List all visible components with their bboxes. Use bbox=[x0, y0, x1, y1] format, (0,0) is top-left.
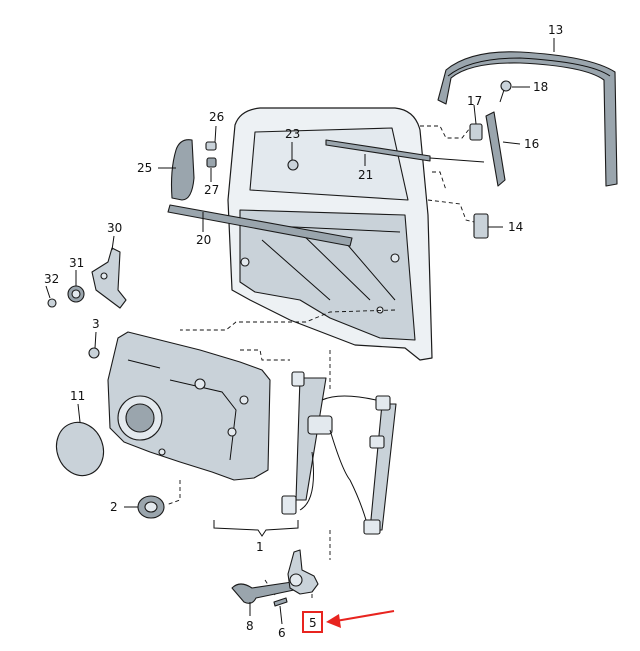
callout-16: 16 bbox=[524, 137, 539, 151]
buffer-14 bbox=[473, 213, 489, 239]
callout-labels: 13 18 17 16 14 21 23 26 27 25 20 30 31 3… bbox=[44, 23, 563, 640]
mirror-trim-cover bbox=[170, 139, 195, 201]
callout-27: 27 bbox=[204, 183, 219, 197]
callout-14: 14 bbox=[508, 220, 523, 234]
screw-6 bbox=[273, 597, 288, 607]
callout-5: 5 bbox=[309, 616, 317, 630]
callout-1: 1 bbox=[256, 540, 264, 554]
callout-13: 13 bbox=[548, 23, 563, 37]
access-cover-11 bbox=[55, 421, 105, 477]
callout-31: 31 bbox=[69, 256, 84, 270]
bolt-23 bbox=[287, 159, 299, 171]
callout-20: 20 bbox=[196, 233, 211, 247]
callout-17: 17 bbox=[467, 94, 482, 108]
screw-18 bbox=[499, 80, 512, 103]
grommet-2 bbox=[137, 495, 165, 519]
window-regulator bbox=[281, 371, 397, 535]
mirror-fastener-clips bbox=[205, 141, 217, 168]
inner-window-strip bbox=[325, 139, 485, 163]
callout-11: 11 bbox=[70, 389, 85, 403]
callout-26: 26 bbox=[209, 110, 224, 124]
screw-3 bbox=[88, 347, 100, 359]
rear-guide-rail bbox=[485, 111, 506, 187]
callout-21: 21 bbox=[358, 168, 373, 182]
screw-32 bbox=[47, 298, 57, 308]
guide-clip-17 bbox=[469, 123, 483, 141]
door-module-carrier-plate bbox=[107, 331, 271, 481]
callout-23: 23 bbox=[285, 127, 300, 141]
assembly-1-bracket bbox=[213, 520, 299, 537]
callout-3: 3 bbox=[92, 317, 100, 331]
window-channel-seal bbox=[437, 51, 618, 187]
outer-window-strip bbox=[167, 204, 353, 247]
callout-32: 32 bbox=[44, 272, 59, 286]
highlight-part-5 bbox=[302, 610, 395, 633]
callout-2: 2 bbox=[110, 500, 118, 514]
callout-25: 25 bbox=[137, 161, 152, 175]
bracket-30 bbox=[91, 247, 127, 309]
callout-8: 8 bbox=[246, 619, 254, 633]
callout-30: 30 bbox=[107, 221, 122, 235]
callout-18: 18 bbox=[533, 80, 548, 94]
grommet-31 bbox=[67, 285, 85, 303]
callout-6: 6 bbox=[278, 626, 286, 640]
regulator-gear-mechanism bbox=[287, 549, 319, 595]
leader-lines bbox=[45, 38, 555, 625]
